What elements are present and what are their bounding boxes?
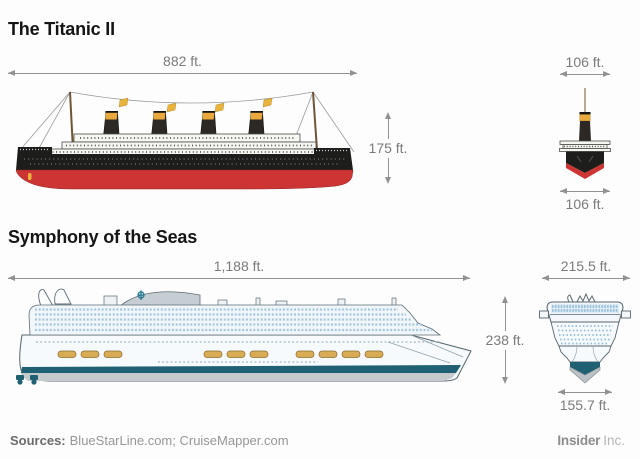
boot-gray <box>569 366 601 384</box>
titanic-side-illustration <box>15 91 355 190</box>
stern-emblem <box>28 173 32 180</box>
symphony-beam-top-dimension: 215.5 ft. <box>542 258 630 281</box>
arrow-right-icon <box>623 275 630 281</box>
arrow-left-icon <box>542 275 549 281</box>
mid-windows <box>557 325 613 345</box>
railing-dots <box>20 148 348 152</box>
dimension-line <box>542 275 630 281</box>
mast-ornament <box>567 292 596 303</box>
titanic-beam-top-label: 106 ft. <box>565 54 605 70</box>
symphony-title: Symphony of the Seas <box>8 227 198 247</box>
arrow-left-icon <box>8 275 15 281</box>
titanic-title: The Titanic II <box>8 19 115 39</box>
arrow-left-icon <box>560 71 567 77</box>
arrow-right-icon <box>463 275 470 281</box>
arrow-down-icon <box>502 377 508 384</box>
symphony-side-illustration <box>16 288 472 385</box>
bow-lines <box>387 334 464 364</box>
side-wings <box>539 310 631 319</box>
arrow-left-icon <box>560 188 567 194</box>
arrow-down-icon <box>385 177 391 184</box>
window-wall <box>551 304 619 313</box>
window-wall-grid <box>552 305 618 312</box>
hull-black <box>566 151 604 173</box>
superstructure-windows <box>35 308 432 332</box>
brand-suffix: Inc. <box>603 433 625 448</box>
titanic-height-label: 175 ft. <box>368 139 408 156</box>
titanic-beam-bottom-label: 106 ft. <box>565 196 605 212</box>
dimension-line <box>504 349 506 377</box>
arrow-up-icon <box>385 112 391 119</box>
titanic-front-illustration <box>559 88 611 179</box>
funnel <box>579 112 591 141</box>
arrow-right-icon <box>603 71 610 77</box>
deck-windows <box>38 137 344 153</box>
brand-name: Insider <box>557 433 601 448</box>
titanic-length-label: 882 ft. <box>163 53 202 69</box>
hull-red <box>566 163 604 179</box>
hull-underside <box>21 373 456 381</box>
titanic-beam-bottom-dimension: 106 ft. <box>560 188 610 213</box>
hull-windows <box>36 341 440 363</box>
boot-teal <box>570 362 600 375</box>
arrow-right-icon <box>605 389 612 395</box>
arrow-left-icon <box>8 70 15 76</box>
dimension-line <box>8 275 470 281</box>
symphony-beam-top-label: 215.5 ft. <box>560 258 612 274</box>
arrow-right-icon <box>603 188 610 194</box>
symphony-beam-bottom-dimension: 155.7 ft. <box>558 389 612 414</box>
symphony-front-illustration <box>539 292 631 384</box>
funnel-structure <box>103 290 201 307</box>
sources-label: Sources: <box>10 433 66 448</box>
symphony-beam-bottom-label: 155.7 ft. <box>559 397 611 413</box>
symphony-length-dimension: 1,188 ft. <box>8 258 470 281</box>
dimension-line <box>8 70 357 76</box>
stripe-teal <box>21 365 461 373</box>
symphony-height-label: 238 ft. <box>485 331 525 348</box>
dimension-line <box>558 389 612 395</box>
titanic-beam-top-dimension: 106 ft. <box>560 54 610 77</box>
lifeboats <box>57 350 384 358</box>
hull-red <box>15 169 354 190</box>
sources-value: BlueStarLine.com; CruiseMapper.com <box>69 433 289 448</box>
symphony-length-label: 1,188 ft. <box>213 258 265 274</box>
dimension-line <box>387 157 389 177</box>
dimension-line <box>560 71 610 77</box>
symphony-height-dimension: 238 ft. <box>482 296 528 384</box>
crown-anchor-logo <box>137 290 145 300</box>
arrow-up-icon <box>502 296 508 303</box>
masts <box>69 91 318 151</box>
sources-line: Sources:BlueStarLine.com; CruiseMapper.c… <box>10 433 289 448</box>
dimension-line <box>560 188 610 194</box>
bow-flare-lines <box>571 345 599 363</box>
dimension-line <box>504 303 506 331</box>
titanic-height-dimension: 175 ft. <box>365 112 411 184</box>
dimension-line <box>387 119 389 139</box>
azipods <box>16 375 38 385</box>
anchors <box>576 155 594 163</box>
rigging-lines <box>19 91 355 153</box>
signal-flags <box>118 97 273 113</box>
lower-hull <box>558 345 612 363</box>
stern-fins <box>38 288 72 307</box>
arrow-left-icon <box>558 389 565 395</box>
titanic-length-dimension: 882 ft. <box>8 53 357 76</box>
arrow-right-icon <box>350 70 357 76</box>
